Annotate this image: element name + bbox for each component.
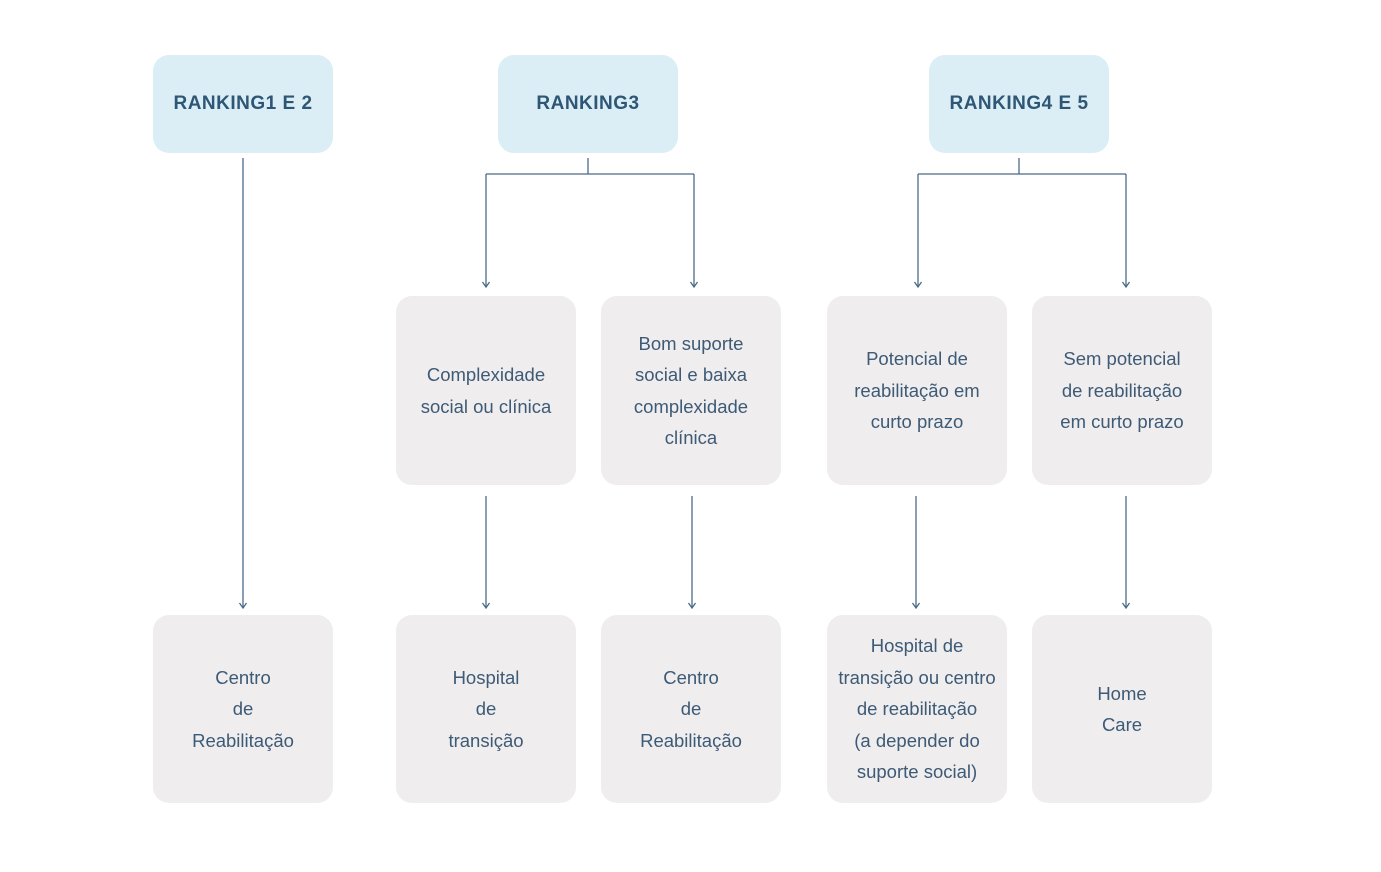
ranking-3-label: RANKING xyxy=(536,93,629,114)
outcome-transition-hospital: Hospital de transição xyxy=(396,615,576,803)
ranking-1-2-header: RANKING 1 E 2 xyxy=(153,55,333,153)
ranking-4-5-value: 4 E 5 xyxy=(1041,93,1089,114)
outcome-transition-hospital-or-rehab-center: Hospital de transição ou centro de reabi… xyxy=(827,615,1007,803)
criterion-no-short-term-rehab-potential: Sem potencial de reabilitação em curto p… xyxy=(1032,296,1212,485)
ranking-3-header: RANKING 3 xyxy=(498,55,678,153)
arrow-complexity-to-transition-hospital-head xyxy=(481,602,491,610)
arrow-ranking-1-2-to-outcome-head xyxy=(238,602,248,610)
outcome-rehabilitation-center-2: Centro de Reabilitação xyxy=(601,615,781,803)
outcome-rehabilitation-center-1: Centro de Reabilitação xyxy=(153,615,333,803)
arrow-ranking-3-right-head xyxy=(689,281,699,289)
criterion-social-or-clinical-complexity: Complexidade social ou clínica xyxy=(396,296,576,485)
arrow-good-support-to-rehab-center-head xyxy=(687,602,697,610)
arrow-no-potential-to-home-care-head xyxy=(1121,602,1131,610)
arrow-ranking-3-left-head xyxy=(481,281,491,289)
arrow-rehab-potential-to-hospital-or-rehab-head xyxy=(911,602,921,610)
arrow-ranking-4-5-left-head xyxy=(913,281,923,289)
outcome-home-care: Home Care xyxy=(1032,615,1212,803)
ranking-4-5-header: RANKING 4 E 5 xyxy=(929,55,1109,153)
criterion-good-social-support-low-complexity: Bom suporte social e baixa complexidade … xyxy=(601,296,781,485)
ranking-1-2-label: RANKING xyxy=(173,93,266,114)
arrow-ranking-4-5-right-head xyxy=(1121,281,1131,289)
ranking-3-value: 3 xyxy=(628,93,640,114)
criterion-short-term-rehab-potential: Potencial de reabilitação em curto prazo xyxy=(827,296,1007,485)
ranking-1-2-value: 1 E 2 xyxy=(265,93,313,114)
ranking-4-5-label: RANKING xyxy=(949,93,1042,114)
